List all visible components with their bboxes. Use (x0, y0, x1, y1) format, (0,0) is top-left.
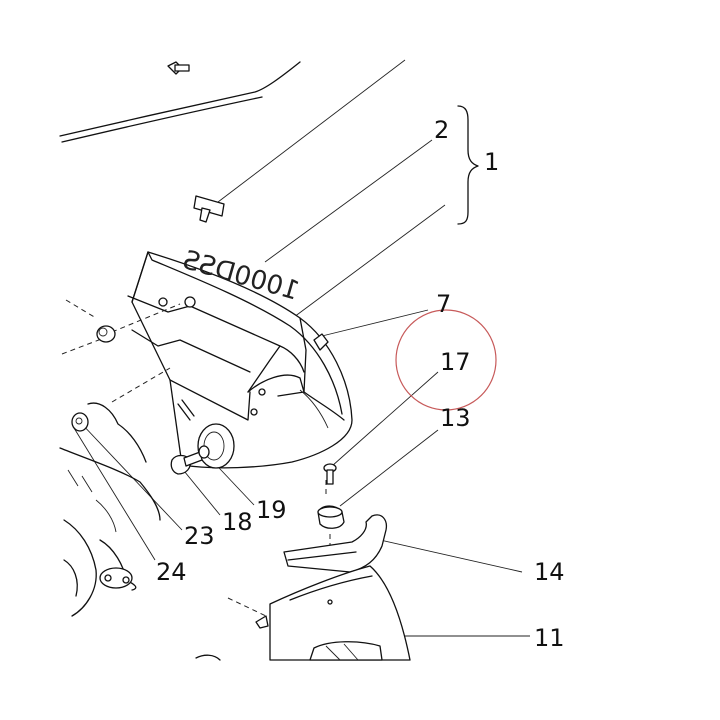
callout-11: 11 (534, 624, 565, 652)
callout-7: 7 (436, 290, 451, 318)
emblem-part (193, 195, 225, 223)
callout-24: 24 (156, 558, 187, 586)
screw-part (323, 463, 337, 485)
clip-part (313, 333, 329, 351)
assembly-bracket (457, 105, 479, 225)
support-bracket-part (283, 514, 388, 573)
bushing-part (71, 412, 89, 432)
rubber-block-part (317, 505, 345, 529)
callout-23: 23 (184, 522, 215, 550)
callout-13: 13 (440, 404, 471, 432)
upper-fairing-outline (59, 61, 301, 143)
callout-19: 19 (256, 496, 287, 524)
callout-14: 14 (534, 558, 565, 586)
callout-17: 17 (440, 348, 471, 376)
top-bolt-part (167, 61, 190, 75)
callout-2: 2 (434, 116, 449, 144)
frame-bracket (59, 402, 161, 617)
screw-and-washer-parts (170, 445, 210, 475)
callout-18: 18 (222, 508, 253, 536)
leader-lines (73, 59, 530, 637)
callout-1: 1 (484, 148, 499, 176)
lower-cowl-part (195, 565, 411, 661)
rubber-grommet-part (61, 303, 181, 355)
highlight-circle (395, 309, 497, 411)
side-fairing-panel (127, 251, 353, 469)
